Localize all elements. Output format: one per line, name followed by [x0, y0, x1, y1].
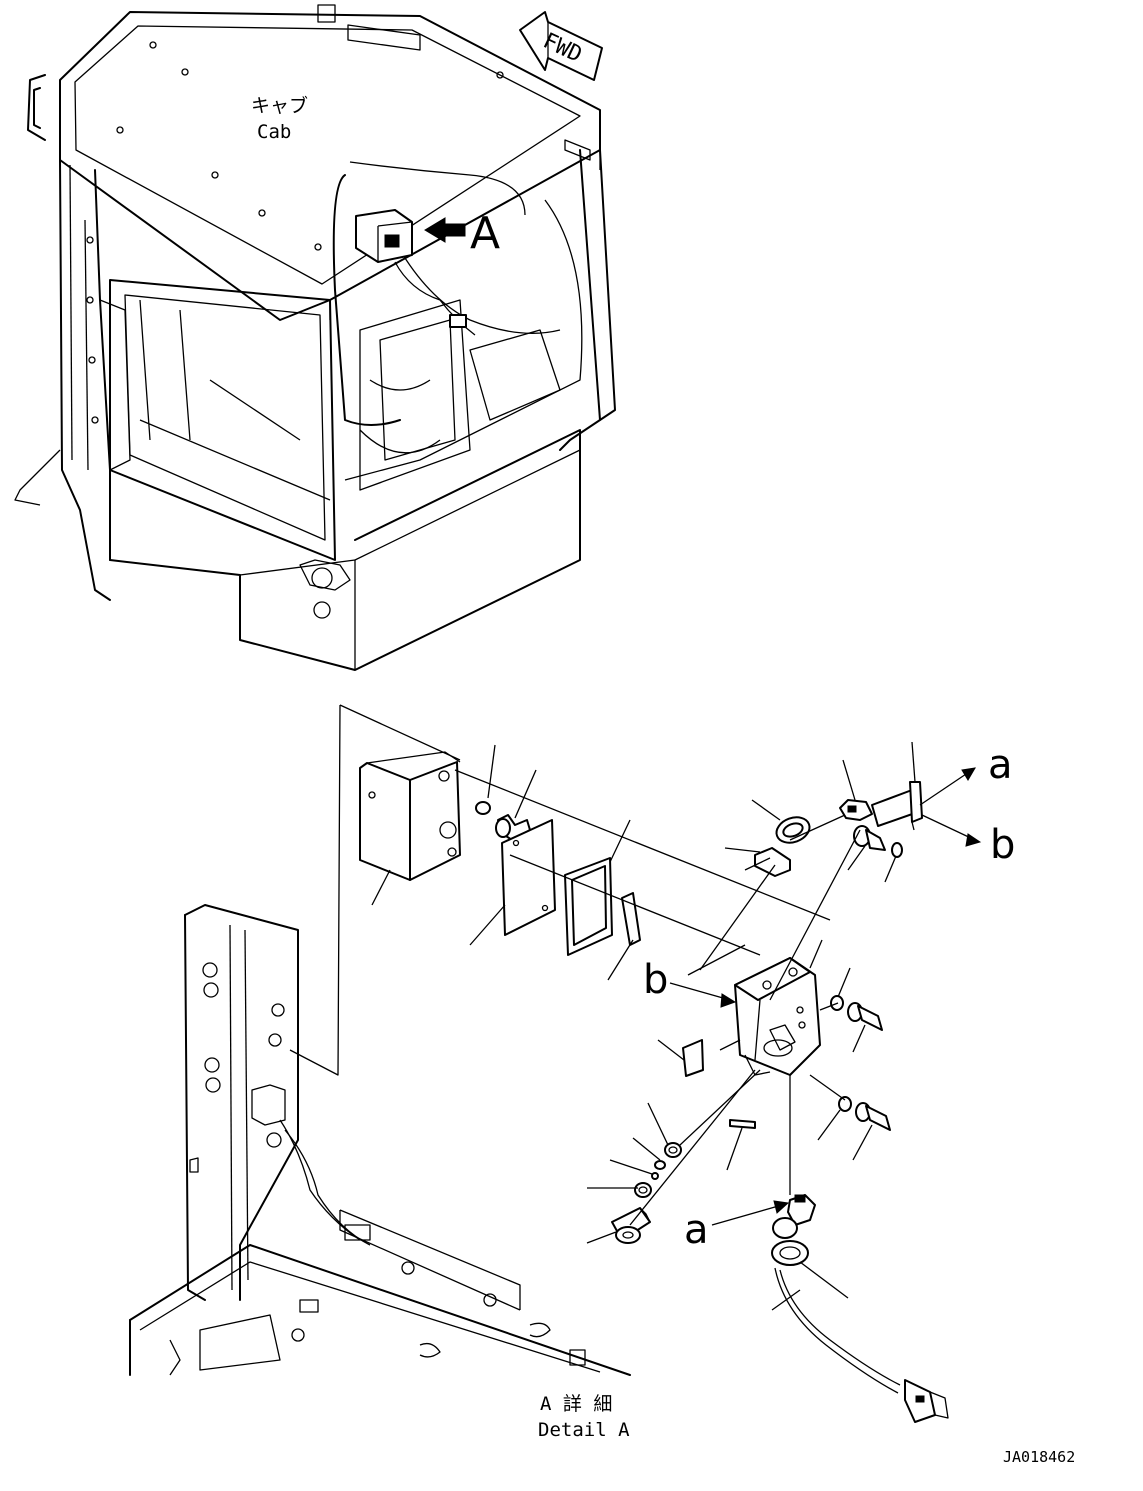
connection-label-a-top: a: [988, 742, 1013, 788]
connection-label-a-bottom: a: [684, 1207, 709, 1253]
connection-arrows: [669, 767, 982, 1226]
connector-lower-left: [611, 1207, 651, 1244]
gasket: [564, 857, 613, 956]
bolt-right-lower: [855, 1102, 891, 1131]
view-a-arrow: [424, 217, 466, 243]
washer-right-upper: [891, 842, 903, 858]
bolt-right-mid: [847, 1002, 883, 1031]
cab-label-jp: キャブ: [251, 94, 308, 117]
circuit-plate: [501, 819, 556, 936]
drawing-number: JA018462: [1003, 1448, 1075, 1466]
washer-upper-left: [475, 801, 491, 815]
cab-mount-unit: [355, 209, 476, 336]
nut-2: [634, 1182, 652, 1198]
nut-small: [651, 1172, 659, 1180]
cover-plate: [359, 751, 461, 881]
grommet-top: [775, 816, 811, 844]
washer-right-lower: [838, 1096, 852, 1112]
seal-pad: [754, 847, 791, 877]
mounting-bracket: [734, 957, 821, 1076]
connector-top: [839, 781, 923, 831]
leader-lines: [371, 741, 916, 1311]
nut-1: [664, 1142, 682, 1158]
wire-harness: [771, 1194, 949, 1423]
assembly-guide-lines: [454, 769, 861, 1226]
view-a-label: A: [470, 208, 500, 259]
cab-assembly: [14, 4, 616, 671]
connection-label-b-left: b: [643, 957, 668, 1003]
washer-small: [654, 1160, 666, 1170]
detail-a-frame: [129, 904, 631, 1376]
cab-label-en: Cab: [257, 121, 291, 143]
detail-caption-jp: A 詳 細: [540, 1393, 612, 1415]
detail-callout-frame: [289, 704, 461, 1076]
detail-caption-en: Detail A: [538, 1419, 630, 1441]
bolt-right-upper: [853, 825, 886, 851]
fwd-arrow: [519, 11, 603, 81]
connection-label-b-right: b: [990, 822, 1015, 868]
label-plate-left: [682, 1039, 704, 1077]
label-plate-small: [729, 1119, 756, 1129]
